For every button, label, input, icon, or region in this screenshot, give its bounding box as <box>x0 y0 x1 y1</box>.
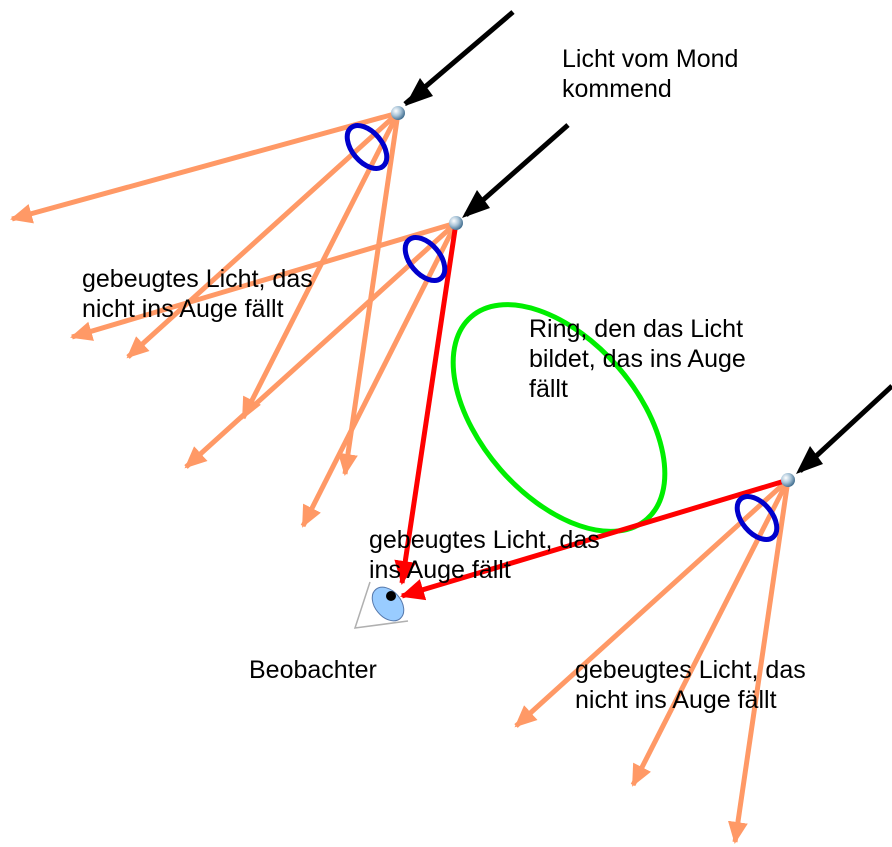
label-observer: Beobachter <box>249 656 377 684</box>
pupil <box>386 591 396 601</box>
label-diffracted-not-eye-bottom: gebeugtes Licht, das nicht ins Auge fäll… <box>575 656 806 714</box>
diffraction-cone-ellipse <box>734 494 780 542</box>
incoming-ray-top-arrowhead <box>405 78 433 106</box>
diffracted-ray <box>300 221 459 528</box>
diffraction-cone-ellipse <box>402 235 448 283</box>
observed-ring <box>450 302 668 534</box>
eye-icon <box>353 581 409 629</box>
incoming-ray-right-arrowhead <box>796 446 823 474</box>
diffracted-rays-reaching-eye <box>394 222 789 601</box>
red-ray-from-right-droplet <box>400 477 789 601</box>
diffracted-ray <box>70 220 457 341</box>
diffraction-cone-ellipse <box>344 123 390 171</box>
diffracted-ray <box>338 112 401 476</box>
water-droplet-icon <box>449 216 463 230</box>
diffraction-cone-ellipses <box>344 123 780 542</box>
label-diffracted-not-eye-top: gebeugtes Licht, das nicht ins Auge fäll… <box>82 265 313 323</box>
droplets <box>391 106 795 487</box>
diffracted-ray <box>630 478 791 787</box>
incoming-light-rays <box>403 10 892 474</box>
label-moonlight: Licht vom Mond kommend <box>562 45 739 103</box>
water-droplet-icon <box>391 106 405 120</box>
red-ray-from-middle-droplet <box>394 222 459 585</box>
label-ring: Ring, den das Licht bildet, das ins Auge… <box>529 315 746 403</box>
diffracted-ray <box>728 479 791 844</box>
label-diffracted-eye: gebeugtes Licht, das ins Auge fällt <box>369 526 600 584</box>
diffracted-ray <box>10 110 399 224</box>
incoming-ray-middle-arrowhead <box>462 190 490 218</box>
water-droplet-icon <box>781 473 795 487</box>
